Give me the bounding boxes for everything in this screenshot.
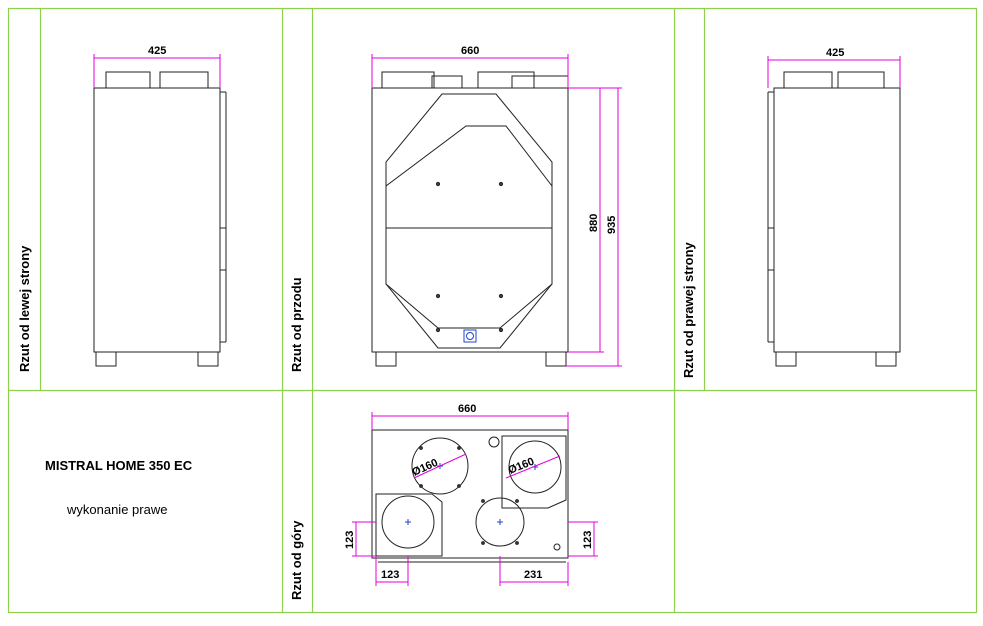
top-view (371, 429, 569, 563)
left-width-value: 425 (148, 45, 166, 57)
front-dimensions (371, 54, 622, 367)
top-right-offset-v: 123 (582, 531, 594, 549)
top-view-label: Rzut od góry (289, 520, 304, 600)
front-view-label: Rzut od przodu (289, 277, 304, 372)
right-width-value: 425 (826, 47, 844, 59)
front-width-value: 660 (461, 45, 479, 57)
front-height-inner-value: 880 (588, 214, 600, 232)
top-right-offset-h: 231 (524, 569, 542, 581)
layout-grid (7, 7, 978, 614)
top-left-offset-v: 123 (344, 531, 356, 549)
right-side-view (767, 71, 901, 367)
product-name: MISTRAL HOME 350 EC (45, 458, 193, 473)
top-dimensions (352, 412, 598, 586)
front-height-total-value: 935 (606, 216, 618, 234)
product-variant: wykonanie prawe (66, 502, 167, 517)
right-view-label: Rzut od prawej strony (681, 241, 696, 378)
left-view-label: Rzut od lewej strony (17, 245, 32, 372)
front-view (371, 71, 569, 367)
top-left-offset-h: 123 (381, 569, 399, 581)
left-width-dimension (93, 54, 221, 88)
left-side-view (93, 71, 227, 367)
top-width-value: 660 (458, 403, 476, 415)
right-width-dimension (767, 56, 901, 88)
